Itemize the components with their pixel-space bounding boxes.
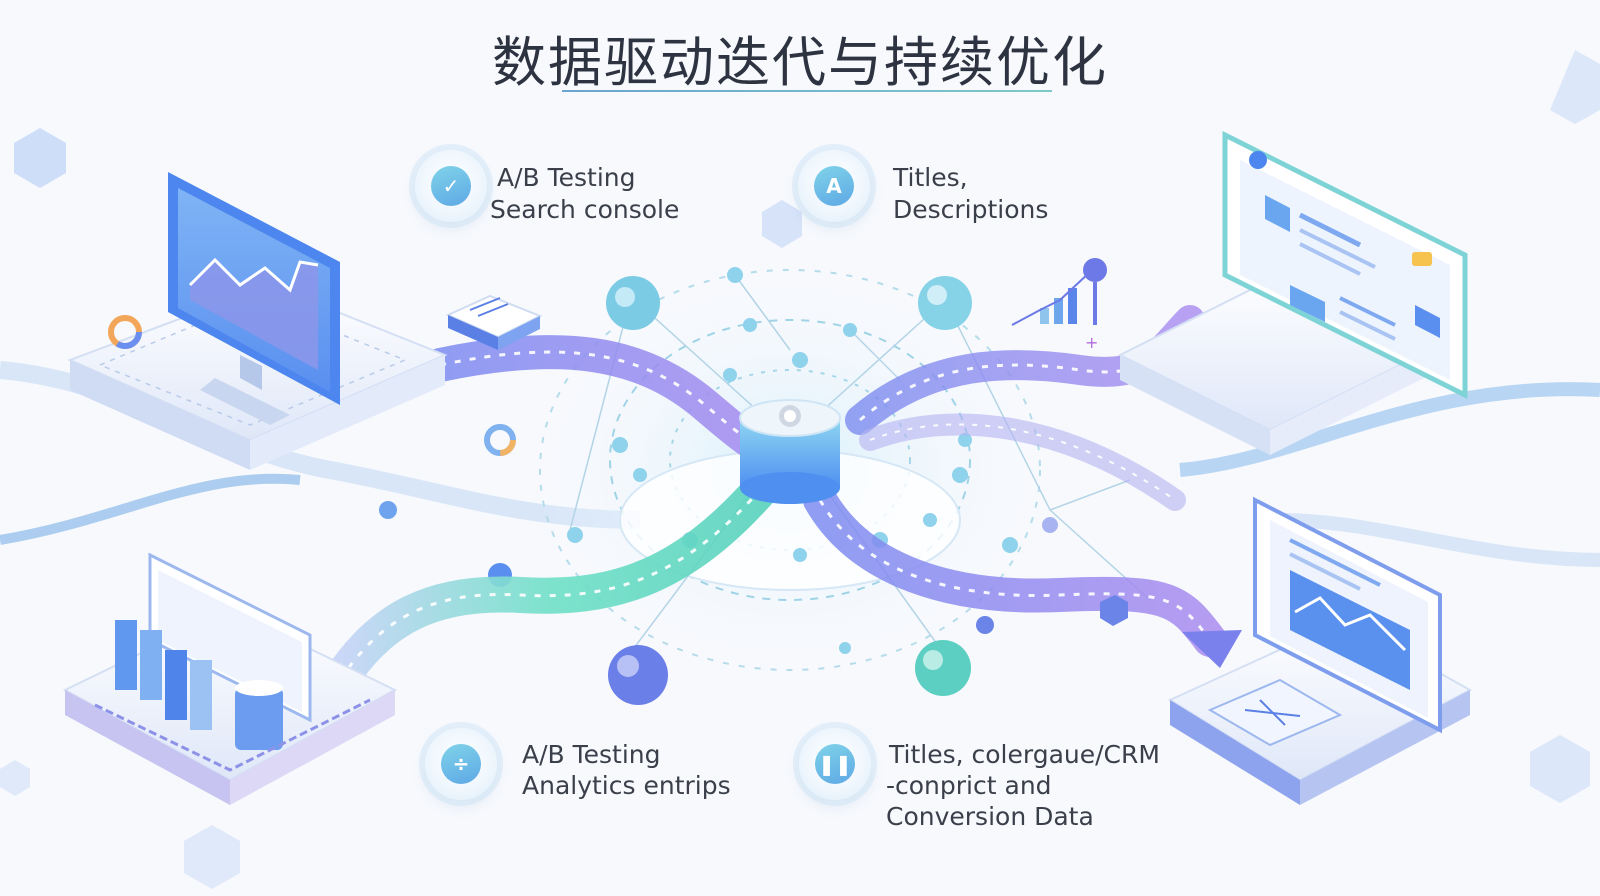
- decorative-hexagons: [0, 50, 1600, 889]
- text-format-badge: A: [798, 150, 870, 222]
- pause-icon: ❚❚: [815, 744, 855, 784]
- monitor-platform: [67, 172, 448, 470]
- donut-chart-accent: [484, 424, 516, 456]
- svg-text:+: +: [1085, 333, 1098, 352]
- bar-chart-decoration: +: [1011, 271, 1098, 352]
- label-top-right-line1: Titles,: [893, 163, 968, 192]
- check-icon: ✓: [431, 166, 471, 206]
- flow-arrow-icon: [1182, 630, 1242, 668]
- title-underline: [562, 90, 1052, 92]
- satellite-spheres: [606, 258, 1107, 705]
- dashboard-platform: [62, 552, 398, 805]
- browser-window-device: [1117, 130, 1468, 455]
- label-bottom-left-line1: A/B Testing: [522, 740, 661, 769]
- label-bottom-right-line1: Titles, colergaue/CRM: [889, 740, 1160, 769]
- label-top-right-line2: Descriptions: [893, 195, 1049, 224]
- divide-badge: ÷: [425, 728, 497, 800]
- purple-flow-bottom: [803, 483, 1242, 668]
- label-bottom-right-line3: Conversion Data: [886, 802, 1094, 831]
- teal-flow: [322, 472, 778, 698]
- central-database-node: [739, 399, 841, 504]
- check-badge: ✓: [415, 150, 487, 222]
- pause-badge: ❚❚: [799, 728, 871, 800]
- page-title: 数据驱动迭代与持续优化: [492, 31, 1108, 94]
- label-bottom-right-line2: -conprict and: [886, 771, 1052, 800]
- label-bottom-left-line2: Analytics entrips: [522, 771, 731, 800]
- floating-card: [445, 294, 543, 350]
- divide-icon: ÷: [441, 744, 481, 784]
- label-top-left-line1: A/B Testing: [497, 163, 636, 192]
- cube-icon: [1100, 595, 1128, 626]
- text-format-icon: A: [814, 166, 854, 206]
- label-top-left-line2: Search console: [490, 195, 680, 224]
- laptop-device: [1167, 496, 1473, 805]
